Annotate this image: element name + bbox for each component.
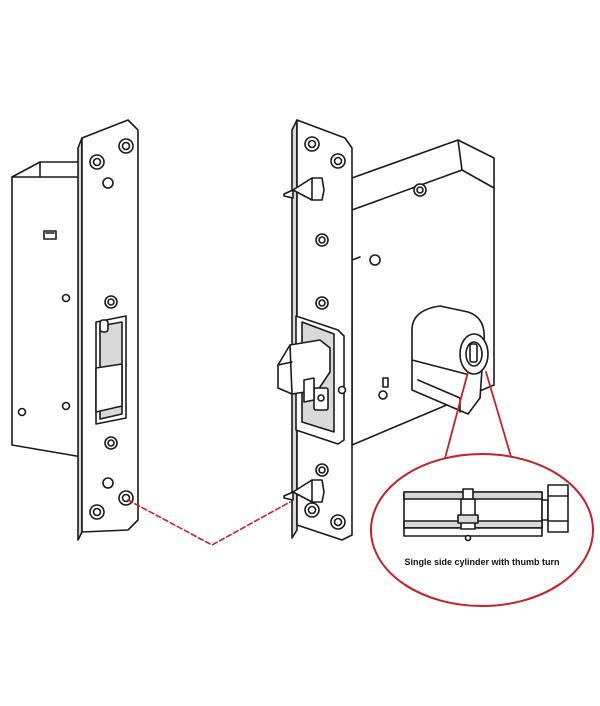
mortise-lock-body-icon [277,119,495,541]
alignment-line [127,499,291,546]
euro-cylinder-thumb-turn-icon [403,484,569,542]
callout-caption: Single side cylinder with thumb turn [404,557,560,567]
strike-plate-icon [11,119,139,541]
callout-leader [443,371,513,463]
